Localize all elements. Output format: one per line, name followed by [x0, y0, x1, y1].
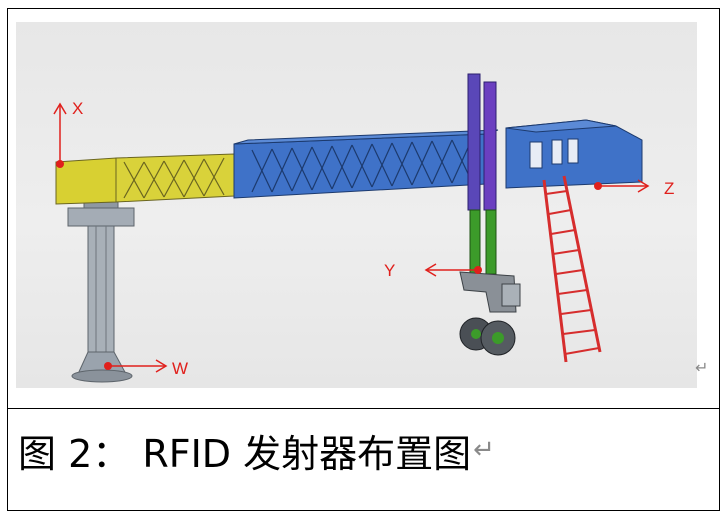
table-row-divider: [8, 408, 719, 409]
blue-cab: [505, 119, 643, 189]
red-ladder: [542, 175, 602, 363]
axis-points: [56, 160, 602, 370]
figure-image: X W Z Y: [16, 22, 697, 388]
axis-label-z: Z: [664, 179, 674, 198]
caption-text: 图 2： RFID 发射器布置图: [18, 431, 472, 476]
boarding-bridge-drawing: X W Z Y: [53, 73, 674, 383]
axis-annotations: [53, 102, 650, 373]
green-leg: [469, 209, 497, 275]
purple-column: [467, 73, 497, 211]
figure-paragraph-mark: ↵: [695, 358, 709, 377]
figure-caption: 图 2： RFID 发射器布置图↵: [18, 420, 495, 480]
document-table: [7, 8, 720, 511]
axis-label-w: W: [172, 359, 188, 378]
grey-pillar: [67, 201, 135, 383]
caption-paragraph-mark: ↵: [473, 435, 495, 465]
blue-section: [233, 129, 499, 199]
yellow-section: [55, 153, 235, 205]
axis-label-y: Y: [384, 261, 395, 280]
wheel-bogie: [459, 271, 521, 356]
axis-label-x: X: [72, 99, 83, 118]
